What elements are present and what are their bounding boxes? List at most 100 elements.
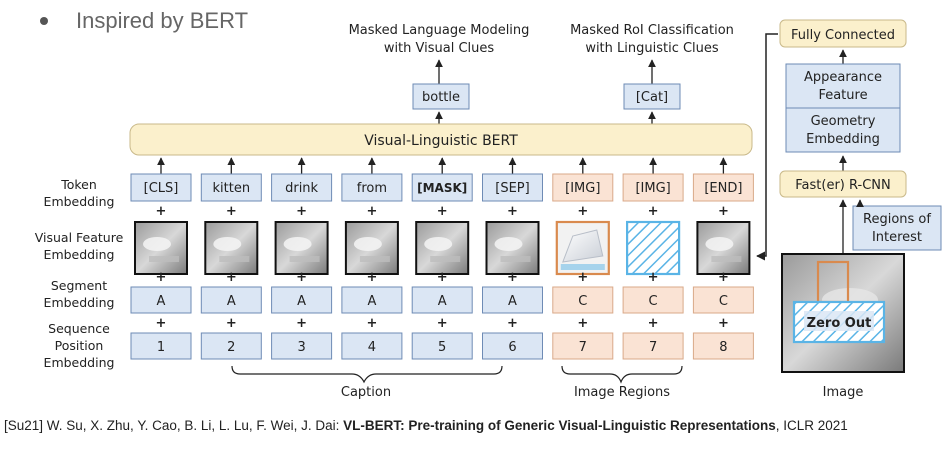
segment-label-5: A: [438, 294, 447, 309]
bert-block: [129, 123, 753, 156]
appearance-label-1: Appearance: [804, 70, 882, 85]
visual-thumb-shelf-6: [500, 256, 531, 262]
token-box-3: [271, 173, 333, 202]
segment-label-6: A: [508, 294, 517, 309]
position-label-2: Position: [55, 338, 104, 353]
position-label-5: 5: [438, 340, 446, 355]
visual-thumb-shelf-9: [711, 256, 742, 262]
segment-label-2: A: [227, 294, 236, 309]
mrc-title-line-2: with Linguistic Clues: [585, 41, 719, 56]
segment-box-7: [552, 286, 614, 314]
plus-segment-position-4: +: [366, 316, 377, 331]
segment-label-4: A: [367, 294, 376, 309]
token-label-4: from: [357, 181, 387, 196]
regions-bracket: [561, 365, 683, 384]
token-label-2: kitten: [213, 181, 251, 196]
bullet-dot-icon: [40, 17, 48, 25]
visual-thumb-shelf-3: [289, 256, 320, 262]
regions-label: Image Regions: [574, 385, 670, 400]
token-box-8: [622, 173, 684, 202]
mlm-title-line-2: with Visual Clues: [384, 41, 495, 56]
visual-thumb-highlight-1: [143, 237, 171, 251]
plus-segment-position-7: +: [577, 316, 588, 331]
position-label-6: 6: [508, 340, 516, 355]
geometry-label-2: Embedding: [806, 132, 880, 147]
plus-visual-segment-8: +: [648, 270, 659, 285]
position-label-9: 8: [719, 340, 727, 355]
citation-title: VL-BERT: Pre-training of Generic Visual-…: [343, 418, 776, 433]
visual-thumb-shelf-2: [219, 256, 250, 262]
token-label-3: drink: [285, 181, 318, 196]
visual-thumb-shelf-1: [149, 256, 179, 262]
plus-segment-position-9: +: [718, 316, 729, 331]
position-label-3: 3: [297, 340, 305, 355]
citation-suffix: , ICLR 2021: [775, 418, 848, 433]
plus-token-visual-4: +: [366, 204, 377, 219]
plus-token-visual-2: +: [226, 204, 237, 219]
bert-label: Visual-Linguistic BERT: [364, 133, 518, 149]
image-caption: Image: [823, 385, 864, 400]
plus-token-visual-5: +: [437, 204, 448, 219]
token-box-7: [552, 173, 614, 202]
token-columns: [CLS]++A+1kitten++A+2drink++A+3from++A+4…: [130, 157, 754, 360]
plus-segment-position-1: +: [156, 316, 167, 331]
segment-box-3: [271, 286, 333, 314]
token-box-9: [692, 173, 754, 202]
segment-box-6: [482, 286, 543, 314]
mlm-title: Masked Language Modeling with Visual Clu…: [349, 23, 530, 56]
token-label-9: [END]: [704, 181, 742, 196]
regions-label-2: Interest: [872, 230, 922, 245]
visual-thumb-highlight-2: [213, 237, 242, 251]
visual-thumb-2: [204, 221, 259, 275]
position-box-1: [130, 332, 192, 360]
segment-label-9: C: [719, 294, 728, 309]
position-box-7: [552, 332, 614, 360]
plus-visual-segment-6: +: [507, 270, 518, 285]
position-label-7: 7: [579, 340, 587, 355]
plus-visual-segment-7: +: [577, 270, 588, 285]
position-box-6: [482, 332, 543, 360]
bullet-text: Inspired by BERT: [76, 8, 249, 33]
zero-out-label: Zero Out: [807, 316, 872, 331]
position-label-8: 7: [649, 340, 657, 355]
segment-label-1: Segment: [51, 278, 107, 293]
position-box-9: [692, 332, 754, 360]
segment-label-2: Embedding: [44, 295, 115, 310]
plus-token-visual-3: +: [296, 204, 307, 219]
visual-label-1: Visual Feature: [35, 230, 124, 245]
rcnn-label: Fast(er) R-CNN: [795, 178, 890, 193]
plus-visual-segment-2: +: [226, 270, 237, 285]
vl-bert-diagram: Masked Language Modeling with Visual Clu…: [35, 19, 942, 400]
plus-token-visual-8: +: [648, 204, 659, 219]
visual-thumb-highlight-4: [353, 237, 382, 251]
segment-box-1: [130, 286, 192, 314]
geometry-label-1: Geometry: [811, 114, 876, 129]
mrc-output-box: [623, 83, 681, 110]
position-label-4: 4: [368, 340, 376, 355]
position-label-3: Embedding: [44, 355, 115, 370]
plus-token-visual-9: +: [718, 204, 729, 219]
plus-visual-segment-9: +: [718, 270, 729, 285]
plus-segment-position-5: +: [437, 316, 448, 331]
geometry-embedding-box: [785, 107, 901, 153]
citation-prefix: [Su21] W. Su, X. Zhu, Y. Cao, B. Li, L. …: [4, 418, 344, 433]
cup-shadow-7: [560, 264, 605, 270]
row-labels: Token Embedding Visual Feature Embedding…: [35, 177, 124, 370]
segment-label-3: A: [297, 294, 306, 309]
position-box-5: [411, 332, 473, 360]
mrc-title-line-1: Masked RoI Classification: [570, 23, 734, 38]
token-box-4: [341, 173, 403, 202]
token-label-6: [SEP]: [495, 181, 529, 196]
bullet-item: Inspired by BERT: [40, 6, 248, 36]
mrc-title: Masked RoI Classification with Linguisti…: [570, 23, 734, 56]
position-box-8: [622, 332, 684, 360]
plus-token-visual-7: +: [577, 204, 588, 219]
visual-thumb-highlight-9: [705, 237, 734, 251]
fully-connected-label: Fully Connected: [791, 28, 895, 43]
token-label-5: [MASK]: [417, 181, 467, 195]
plus-visual-segment-3: +: [296, 270, 307, 285]
cup-shape-7: [562, 229, 604, 263]
token-label-2: Embedding: [44, 194, 115, 209]
mlm-output-label: bottle: [422, 90, 460, 105]
mrc-output-label: [Cat]: [636, 90, 668, 105]
